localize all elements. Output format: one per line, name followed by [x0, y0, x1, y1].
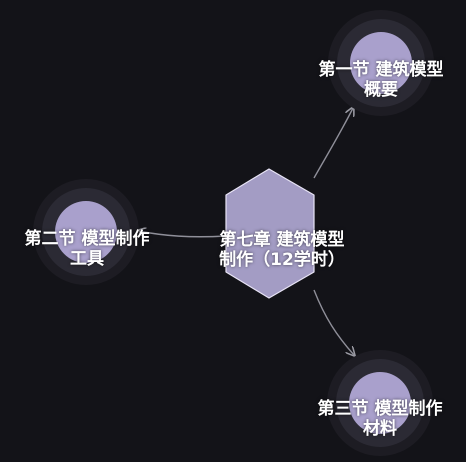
- node-label-section-3-line-1: 第三节 模型制作: [317, 399, 443, 419]
- node-label-section-3-line-2: 材料: [363, 419, 397, 439]
- node-label-section-2: 第二节 模型制作 工具: [2, 229, 172, 269]
- node-label-section-2-line-1: 第二节 模型制作: [24, 229, 150, 249]
- connector-section-1: [313, 108, 353, 179]
- node-label-section-3: 第三节 模型制作 材料: [295, 399, 465, 439]
- center-hexagon[interactable]: [225, 168, 315, 299]
- center-label: 第七章 建筑模型 制作（12学时）: [192, 230, 372, 270]
- node-label-section-2-line-2: 工具: [70, 249, 104, 269]
- center-label-line-1: 第七章 建筑模型: [219, 230, 345, 250]
- node-label-section-1: 第一节 建筑模型 概要: [296, 60, 466, 100]
- node-label-section-1-line-2: 概要: [364, 80, 398, 100]
- node-section-3[interactable]: [327, 350, 433, 456]
- connector-section-3: [313, 289, 354, 355]
- center-label-line-2: 制作（12学时）: [219, 250, 345, 270]
- node-section-1[interactable]: [328, 10, 434, 116]
- node-section-2[interactable]: [33, 179, 139, 285]
- node-label-section-1-line-1: 第一节 建筑模型: [318, 60, 444, 80]
- connector-section-2: [138, 231, 227, 238]
